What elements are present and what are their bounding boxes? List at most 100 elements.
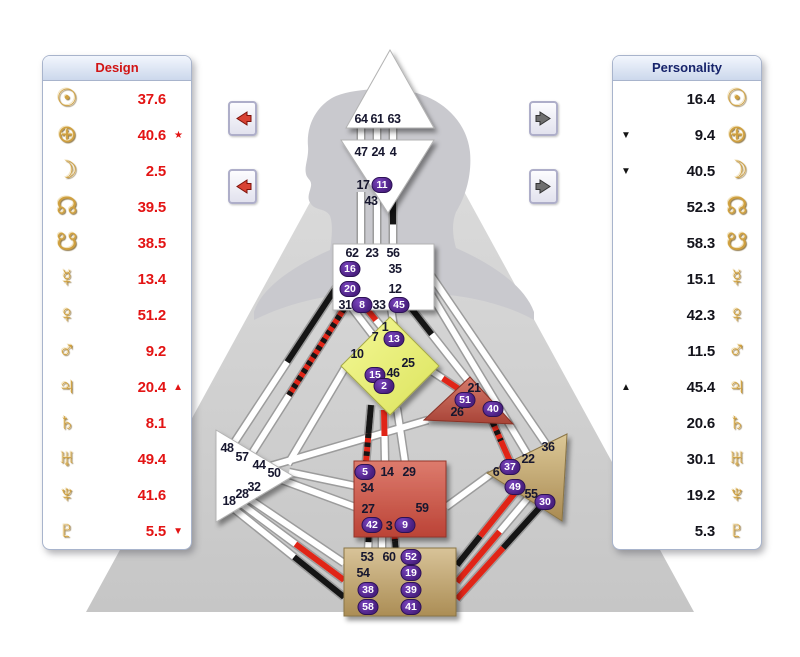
gate-line-value: 45.4 [686, 378, 716, 396]
personality-row-mars: 11.5 ♂ [613, 333, 761, 369]
root-center [343, 547, 457, 617]
jupiter-icon: ♃ [728, 373, 746, 400]
gate-line-value: 2.5 [145, 162, 166, 180]
sun-icon: ☉ [726, 85, 748, 112]
gate-line-value: 40.5 [686, 162, 716, 180]
design-row-mercury: ☿ 13.4 [43, 261, 191, 297]
earth-icon: ⊕ [56, 121, 78, 148]
personality-row-earth: ▼ 9.4 ⊕ [613, 117, 761, 153]
spleen-center [215, 429, 294, 523]
fixing-marker: ▼ [621, 129, 631, 141]
personality-forward-button-bottom[interactable] [529, 169, 558, 204]
sacral-center [353, 460, 447, 538]
pluto-icon: ♇ [728, 517, 746, 544]
g-center [340, 316, 440, 416]
fixing-marker: ▼ [173, 525, 183, 537]
ajna-center [340, 139, 435, 214]
jupiter-icon: ♃ [58, 373, 76, 400]
design-back-button-top[interactable] [228, 101, 257, 136]
earth-icon: ⊕ [726, 121, 748, 148]
design-row-jupiter: ♃ 20.4 ▲ [43, 369, 191, 405]
gate-line-value: 20.4 [137, 378, 167, 396]
personality-forward-button-top[interactable] [529, 101, 558, 136]
venus-icon: ♀ [58, 301, 76, 328]
moon-icon: ☽ [56, 157, 78, 184]
design-row-south-node: ☋ 38.5 [43, 225, 191, 261]
personality-row-saturn: 20.6 ♄ [613, 405, 761, 441]
gate-line-value: 19.2 [686, 486, 716, 504]
design-panel: Design ☉ 37.6 ⊕40.6★ ☽ 2.5 ☊ 39.5 ☋ 38.5 ☿ 13.4 ♀ 51… [42, 55, 192, 550]
design-row-moon: ☽ 2.5 [43, 153, 191, 189]
mars-icon: ♂ [58, 337, 76, 364]
mars-icon: ♂ [728, 337, 746, 364]
gate-line-value: 58.3 [686, 234, 716, 252]
gate-line-value: 41.6 [137, 486, 167, 504]
gate-line-value: 52.3 [686, 198, 716, 216]
gate-line-value: 11.5 [687, 342, 715, 360]
gate-line-value: 42.3 [686, 306, 716, 324]
gate-line-value: 13.4 [137, 270, 167, 288]
north-node-icon: ☊ [726, 193, 748, 220]
design-row-mars: ♂ 9.2 [43, 333, 191, 369]
gate-line-value: 49.4 [137, 450, 167, 468]
uranus-icon: ♅ [58, 445, 76, 472]
south-node-icon: ☋ [726, 229, 748, 256]
personality-row-venus: 42.3 ♀ [613, 297, 761, 333]
personality-panel-title: Personality [651, 60, 723, 75]
personality-panel-header: Personality [613, 56, 761, 81]
personality-row-moon: ▼40.5☽ [613, 153, 761, 189]
design-row-north-node: ☊ 39.5 [43, 189, 191, 225]
fixing-marker: ▲ [621, 381, 631, 393]
gate-line-value: 5.3 [694, 522, 715, 540]
design-row-venus: ♀ 51.2 [43, 297, 191, 333]
design-row-sun: ☉ 37.6 [43, 81, 191, 117]
design-row-saturn: ♄ 8.1 [43, 405, 191, 441]
sun-icon: ☉ [56, 85, 78, 112]
gate-line-value: 37.6 [137, 90, 167, 108]
gate-line-value: 38.5 [137, 234, 167, 252]
gate-line-value: 51.2 [137, 306, 167, 324]
neptune-icon: ♆ [728, 481, 746, 508]
personality-row-south-node: 58.3 ☋ [613, 225, 761, 261]
design-row-uranus: ♅ 49.4 [43, 441, 191, 477]
mercury-icon: ☿ [58, 265, 76, 292]
right-arrow-icon [535, 179, 551, 194]
gate-line-value: 8.1 [145, 414, 166, 432]
design-panel-title: Design [95, 60, 139, 75]
personality-row-jupiter: ▲ 45.4 ♃ [613, 369, 761, 405]
gate-line-value: 9.4 [694, 126, 715, 144]
right-arrow-icon [535, 111, 551, 126]
fixing-marker: ★ [174, 129, 183, 141]
left-arrow-icon [235, 179, 251, 194]
personality-row-sun: 16.4☉ [613, 81, 761, 117]
personality-row-mercury: 15.1☿ [613, 261, 761, 297]
design-row-neptune: ♆ 41.6 [43, 477, 191, 513]
gate-line-value: 15.1 [686, 270, 716, 288]
personality-row-neptune: 19.2 ♆ [613, 477, 761, 513]
gate-line-value: 39.5 [137, 198, 167, 216]
fixing-marker: ▼ [621, 165, 631, 177]
design-panel-header: Design [43, 56, 191, 81]
gate-line-value: 9.2 [145, 342, 166, 360]
uranus-icon: ♅ [728, 445, 746, 472]
design-back-button-bottom[interactable] [228, 169, 257, 204]
gate-line-value: 20.6 [686, 414, 716, 432]
venus-icon: ♀ [728, 301, 746, 328]
north-node-icon: ☊ [56, 193, 78, 220]
pluto-icon: ♇ [58, 517, 76, 544]
saturn-icon: ♄ [728, 409, 746, 436]
personality-row-north-node: 52.3 ☊ [613, 189, 761, 225]
left-arrow-icon [235, 111, 251, 126]
throat-center [332, 243, 435, 311]
gate-line-value: 30.1 [686, 450, 716, 468]
head-center [345, 48, 435, 129]
design-row-earth: ⊕40.6★ [43, 117, 191, 153]
saturn-icon: ♄ [58, 409, 76, 436]
design-row-pluto: ♇ 5.5 ▼ [43, 513, 191, 549]
gate-line-value: 5.5 [145, 522, 166, 540]
fixing-marker: ▲ [173, 381, 183, 393]
personality-row-pluto: 5.3 ♇ [613, 513, 761, 549]
neptune-icon: ♆ [58, 481, 76, 508]
south-node-icon: ☋ [56, 229, 78, 256]
